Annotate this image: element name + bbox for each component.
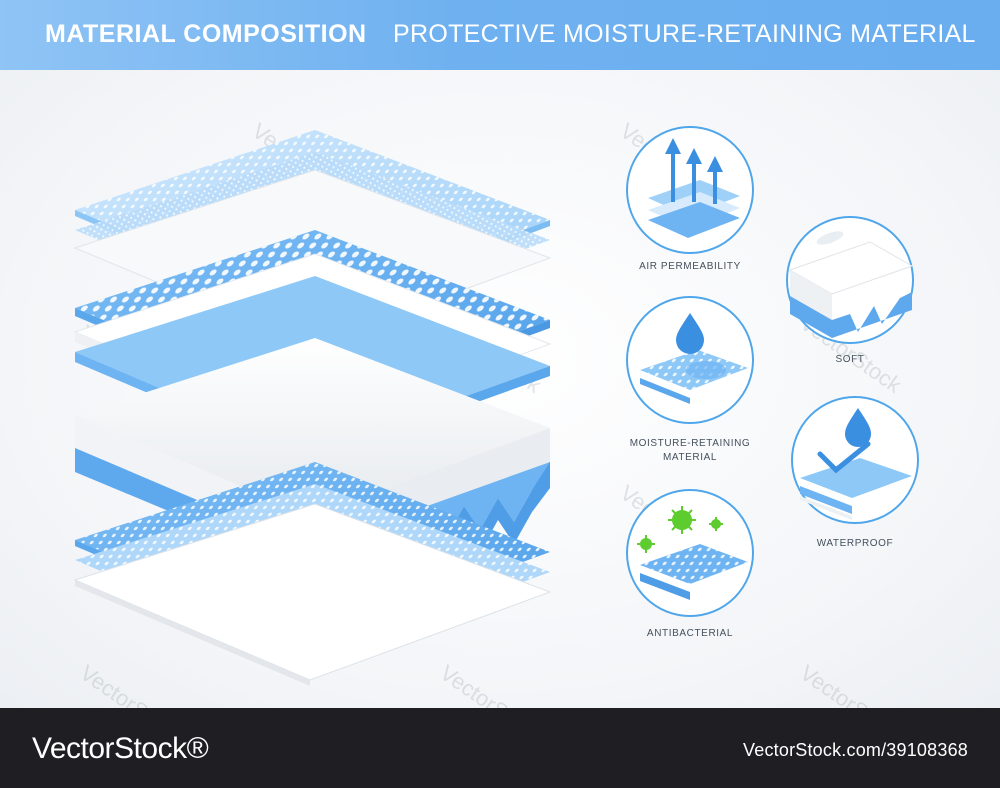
moisture-retaining-label-line1: MOISTURE-RETAINING	[629, 438, 751, 449]
bottom-film-layer	[73, 503, 552, 686]
moisture-retaining-badge	[626, 296, 754, 424]
footer-bar: VectorStock® VectorStock.com/39108368	[0, 708, 1000, 788]
header-banner: MATERIAL COMPOSITION PROTECTIVE MOISTURE…	[0, 0, 1000, 70]
moisture-retaining-label-line2: MATERIAL	[662, 452, 718, 463]
watermark: VectorStock	[615, 480, 727, 568]
soft-label: SOFT	[835, 354, 865, 365]
water-drop-icon	[845, 408, 871, 447]
illustration-stage: VectorStock VectorStock VectorStock Vect…	[0, 70, 1000, 748]
water-drop-icon	[676, 313, 704, 354]
feather-icon	[816, 231, 844, 245]
checkmark-icon	[817, 441, 871, 474]
air-permeability-label: AIR PERMEABILITY	[639, 261, 741, 272]
waterproof-badge	[791, 396, 919, 524]
vectorstock-logo[interactable]: VectorStock®	[32, 732, 209, 765]
antibacterial-label: ANTIBACTERIAL	[646, 628, 734, 639]
waterproof-label: WATERPROOF	[816, 538, 894, 549]
material-layers-illustration	[73, 130, 552, 686]
image-reference-url[interactable]: VectorStock.com/39108368	[743, 740, 968, 760]
header-title: MATERIAL COMPOSITION	[45, 20, 367, 48]
header-subtitle: PROTECTIVE MOISTURE-RETAINING MATERIAL	[393, 20, 976, 48]
watermark: VectorStock	[615, 118, 727, 206]
